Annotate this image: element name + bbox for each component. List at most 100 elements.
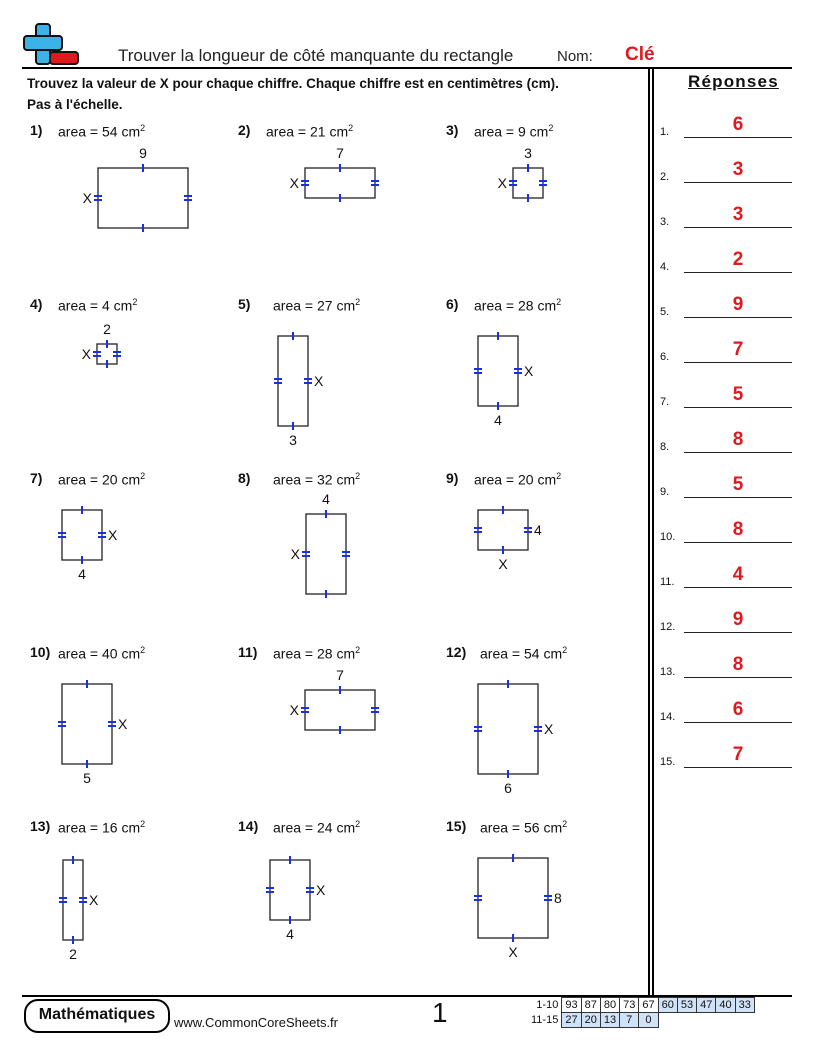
answer-line xyxy=(684,767,792,768)
area-exponent: 2 xyxy=(140,471,146,481)
area-exponent: 2 xyxy=(140,645,146,655)
area-label: area = 20 cm2 xyxy=(474,471,561,488)
problem-number: 14) xyxy=(238,818,259,834)
answer-row-7: 7.5 xyxy=(660,372,792,412)
answer-value: 7 xyxy=(732,339,744,360)
rectangle-outline xyxy=(62,859,84,941)
area-text: area = 27 cm xyxy=(273,297,356,314)
area-exponent: 2 xyxy=(140,819,146,829)
problem-number: 2) xyxy=(238,122,251,138)
top-side-label: 9 xyxy=(139,145,147,161)
rectangle-outline xyxy=(277,335,309,427)
answer-value: 5 xyxy=(732,474,744,495)
answer-number: 5. xyxy=(660,306,670,318)
bottom-side-label: 4 xyxy=(286,926,294,942)
answer-value: 9 xyxy=(732,294,744,315)
header-divider xyxy=(22,67,792,69)
rectangle-outline xyxy=(477,335,519,407)
answer-value: 4 xyxy=(732,564,744,585)
top-side-label: 4 xyxy=(322,491,330,507)
rectangle-outline xyxy=(477,857,549,939)
score-cell: 7 xyxy=(619,1012,640,1028)
area-text: area = 54 cm xyxy=(480,645,563,662)
instructions: Trouvez la valeur de X pour chaque chiff… xyxy=(27,73,637,115)
answer-value: 8 xyxy=(732,654,744,675)
answer-row-6: 6.7 xyxy=(660,327,792,367)
answer-number: 7. xyxy=(660,396,670,408)
rectangle-outline xyxy=(269,859,311,921)
score-cell: 13 xyxy=(599,1012,621,1028)
rectangle-figure xyxy=(301,164,379,202)
rectangle-figure xyxy=(93,340,121,368)
answer-line xyxy=(684,587,792,588)
problem-number: 11) xyxy=(238,644,258,660)
right-side-label: 8 xyxy=(554,890,562,906)
area-exponent: 2 xyxy=(355,645,361,655)
bottom-side-label: 4 xyxy=(494,412,502,428)
area-label: area = 56 cm2 xyxy=(480,819,567,836)
score-cell: 20 xyxy=(580,1012,601,1028)
area-label: area = 32 cm2 xyxy=(273,471,360,488)
answer-row-12: 12.9 xyxy=(660,597,792,637)
answer-line xyxy=(684,407,792,408)
score-table: 1-10 93 87 80 73 67 60 53 47 40 33 11-15… xyxy=(528,997,755,1028)
area-text: area = 56 cm xyxy=(480,819,563,836)
area-exponent: 2 xyxy=(140,123,146,133)
answers-heading: Réponses xyxy=(688,72,779,91)
right-side-label: X xyxy=(89,892,99,908)
answer-number: 11. xyxy=(660,576,675,588)
top-side-label: 3 xyxy=(524,145,532,161)
bottom-side-label: 5 xyxy=(83,770,91,786)
problem-number: 7) xyxy=(30,470,43,486)
instructions-line-1: Trouvez la valeur de X pour chaque chiff… xyxy=(27,76,559,91)
bottom-side-label: X xyxy=(508,944,518,960)
right-side-label: X xyxy=(524,363,534,379)
answer-line xyxy=(684,542,792,543)
name-label: Nom: xyxy=(557,48,593,65)
bottom-side-label: X xyxy=(498,556,508,572)
score-cell: 47 xyxy=(696,997,717,1013)
answer-row-9: 9.5 xyxy=(660,462,792,502)
area-exponent: 2 xyxy=(355,819,361,829)
answer-line xyxy=(684,227,792,228)
answer-value: 3 xyxy=(732,204,744,225)
website-link[interactable]: www.CommonCoreSheets.fr xyxy=(174,1015,338,1030)
top-side-label: 2 xyxy=(103,321,111,337)
answer-line xyxy=(684,497,792,498)
answer-value: 6 xyxy=(732,114,744,135)
right-side-label: X xyxy=(118,716,128,732)
bottom-side-label: 2 xyxy=(69,946,77,962)
right-side-label: X xyxy=(316,882,326,898)
page-number: 1 xyxy=(432,997,448,1028)
answer-row-2: 2.3 xyxy=(660,147,792,187)
answer-row-11: 11.4 xyxy=(660,552,792,592)
rectangle-outline xyxy=(304,689,376,731)
problem-number: 15) xyxy=(446,818,467,834)
answer-line xyxy=(684,362,792,363)
score-cell: 53 xyxy=(676,997,698,1013)
answer-number: 9. xyxy=(660,486,670,498)
left-side-label: X xyxy=(289,702,299,718)
problem-number: 3) xyxy=(446,122,459,138)
answer-number: 13. xyxy=(660,666,676,678)
area-exponent: 2 xyxy=(132,297,138,307)
area-text: area = 28 cm xyxy=(273,645,356,662)
score-row-11-15: 11-15 27 20 13 7 0 xyxy=(528,1012,754,1028)
answer-row-14: 14.6 xyxy=(660,687,792,727)
rectangle-figure xyxy=(58,506,106,564)
footer-divider xyxy=(22,995,792,997)
rectangle-figure xyxy=(474,506,532,554)
score-cell: 60 xyxy=(657,997,678,1013)
area-text: area = 21 cm xyxy=(266,123,349,140)
problem-number: 9) xyxy=(446,470,459,486)
answer-line xyxy=(684,452,792,453)
rectangle-figure xyxy=(301,686,379,734)
